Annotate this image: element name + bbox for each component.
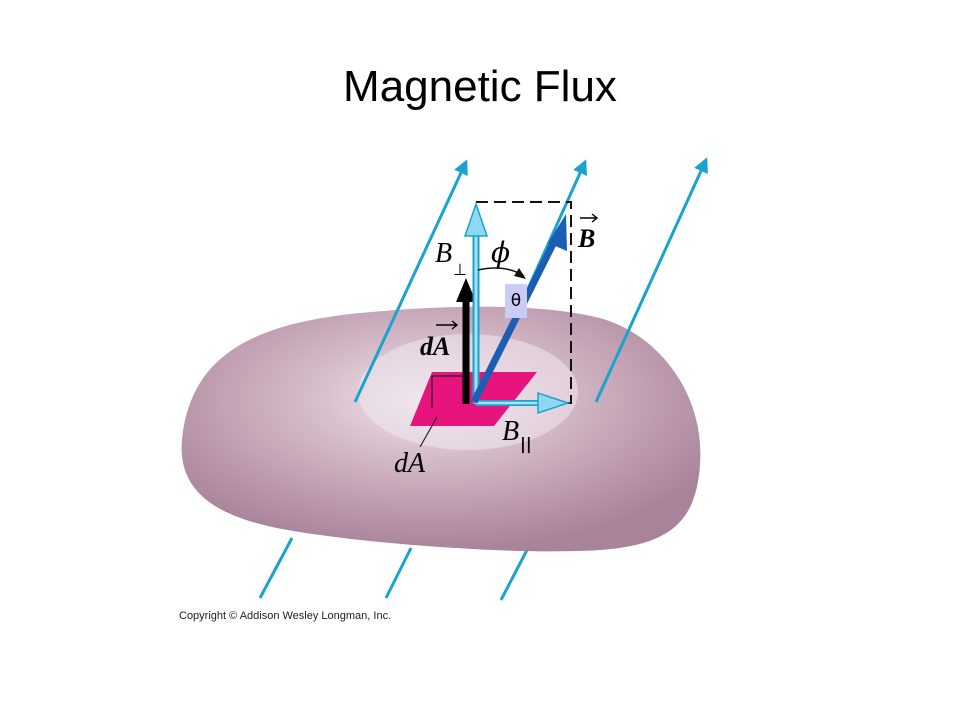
b-par-label: B	[502, 416, 519, 447]
b-par-head	[537, 391, 571, 415]
phi-arc-arrowhead	[514, 268, 526, 279]
b-vector-label: B	[577, 224, 595, 253]
b-par-subscript: ||	[520, 434, 532, 454]
b-perp-subscript: ⊥	[453, 260, 467, 279]
phi-label: ϕ	[491, 236, 510, 269]
field-line-upper-1	[353, 159, 468, 403]
da-vector-label: dA	[420, 332, 450, 361]
field-line-lower-2	[384, 547, 413, 599]
da-scalar-label: dA	[394, 448, 426, 479]
b-perp-label: B	[435, 238, 452, 269]
slide-title: Magnetic Flux	[343, 62, 617, 111]
b-vector-over-arrow	[580, 213, 599, 223]
copyright-notice: Copyright © Addison Wesley Longman, Inc.	[179, 610, 392, 622]
field-line-lower-3	[499, 549, 529, 601]
theta-label: θ	[505, 284, 527, 318]
da-leader-line	[419, 416, 438, 448]
b-perp-head	[463, 201, 489, 237]
b-vector-shaft	[470, 236, 560, 404]
right-angle-marker	[431, 375, 462, 408]
field-line-upper-3	[594, 157, 708, 403]
b-vector-head	[548, 214, 567, 251]
field-line-lower-1	[258, 537, 294, 599]
da-vector-head	[456, 278, 476, 302]
da-vector-over-arrow	[436, 320, 459, 330]
